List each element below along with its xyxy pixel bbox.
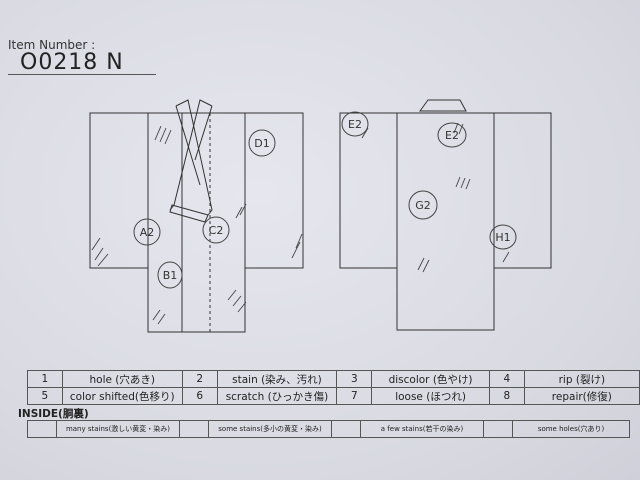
mark-d1: D1 — [254, 137, 269, 150]
mark-g2: G2 — [415, 199, 431, 212]
legend-text: discolor (色やけ) — [371, 370, 491, 388]
mark-d1-circle — [248, 129, 276, 157]
mark-c2: C2 — [209, 224, 224, 237]
mark-b1-circle — [157, 261, 183, 289]
legend-num: 6 — [181, 387, 218, 405]
mark-a2: A2 — [140, 226, 155, 239]
inside-row: many stains(激しい黄変・染み) some stains(多小の黄変・… — [27, 420, 630, 438]
inside-text: some stains(多小の黄変・染み) — [208, 420, 332, 438]
legend-text: loose (ほつれ) — [371, 387, 491, 405]
mark-h1: H1 — [495, 231, 510, 244]
legend-row: 5 color shifted(色移り) 6 scratch (ひっかき傷) 7… — [27, 387, 640, 405]
inside-checkbox-cell — [179, 420, 209, 438]
legend-text: repair(修復) — [523, 387, 640, 405]
inside-text: a few stains(若干の染み) — [360, 420, 484, 438]
inside-checkbox-cell — [27, 420, 57, 438]
legend-text: hole (穴あき) — [61, 370, 183, 388]
inside-text: some holes(穴あり) — [512, 420, 630, 438]
legend-text: rip (裂け) — [523, 370, 640, 388]
back-collar — [419, 99, 467, 112]
mark-e2-center: E2 — [445, 129, 459, 142]
mark-h1-circle — [489, 224, 517, 250]
kimono-back-outline — [339, 99, 552, 331]
mark-e2-center-circle — [437, 122, 467, 148]
mark-a2-circle — [133, 218, 161, 246]
mark-b1: B1 — [163, 269, 178, 282]
mark-e2-left-circle — [341, 111, 369, 137]
legend-num: 8 — [489, 387, 525, 405]
legend-num: 7 — [336, 387, 373, 405]
item-number-value: O0218 N — [20, 50, 124, 75]
legend-text: stain (染み、汚れ) — [216, 370, 338, 388]
legend-num: 4 — [489, 370, 525, 388]
back-left-sleeve — [339, 112, 398, 269]
damage-legend-table: 1 hole (穴あき) 2 stain (染み、汚れ) 3 discolor … — [27, 370, 640, 405]
back-body — [396, 113, 495, 331]
inside-title: INSIDE(胴裏) — [18, 408, 89, 420]
front-body — [147, 113, 246, 333]
legend-num: 5 — [27, 387, 63, 405]
legend-num: 1 — [27, 370, 63, 388]
legend-num: 2 — [181, 370, 218, 388]
legend-text: scratch (ひっかき傷) — [216, 387, 338, 405]
inside-text: many stains(激しい黄変・染み) — [56, 420, 180, 438]
kimono-front-outline — [89, 99, 304, 333]
item-number-label: Item Number : — [8, 38, 96, 52]
front-left-sleeve — [89, 112, 149, 269]
legend-row: 1 hole (穴あき) 2 stain (染み、汚れ) 3 discolor … — [27, 370, 640, 388]
mark-e2-left: E2 — [348, 118, 362, 131]
damage-hatches — [91, 122, 510, 325]
inside-condition-table: many stains(激しい黄変・染み) some stains(多小の黄変・… — [27, 420, 630, 438]
legend-text: color shifted(色移り) — [61, 387, 183, 405]
mark-c2-circle — [202, 216, 230, 244]
item-number-underline — [8, 74, 156, 75]
kimono-diagram: A2 B1 C2 D1 E2 E2 G2 H1 — [89, 99, 552, 333]
back-right-sleeve — [493, 112, 552, 269]
inside-checkbox-cell — [331, 420, 361, 438]
mark-g2-circle — [408, 190, 438, 220]
legend-num: 3 — [336, 370, 373, 388]
inside-checkbox-cell — [483, 420, 513, 438]
